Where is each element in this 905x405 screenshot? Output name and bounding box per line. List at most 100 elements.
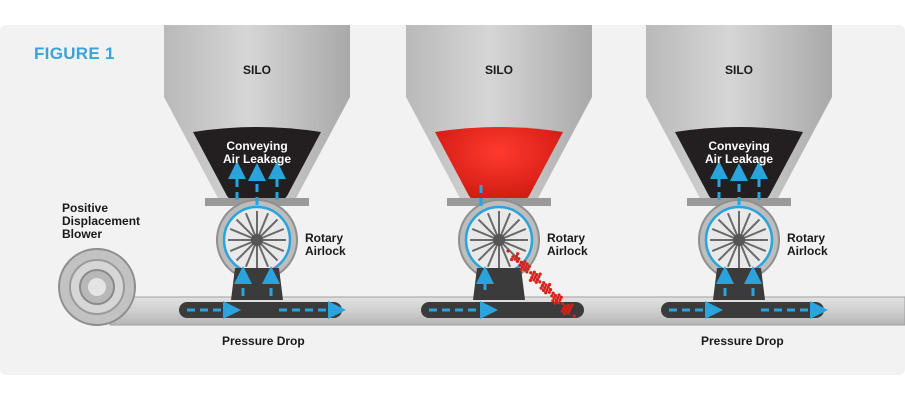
hopper-text-line: Conveying (226, 139, 288, 153)
material-particle (516, 252, 520, 256)
blower-label-line: Blower (62, 227, 103, 241)
airlock-label: Rotary Airlock (305, 232, 346, 258)
material-particle (530, 276, 534, 280)
airlock-label-line: Airlock (547, 244, 588, 258)
material-particle (562, 311, 567, 316)
material-particle (511, 255, 515, 259)
material-particle (551, 291, 555, 295)
material-particle (518, 263, 522, 267)
material-particle (539, 286, 543, 290)
material-particle (517, 257, 521, 261)
blower-icon (58, 248, 136, 326)
silo-body (646, 25, 832, 97)
pipe-channel (179, 302, 342, 318)
material-particle (566, 311, 570, 315)
airlock-label-line: Airlock (787, 244, 828, 258)
material-particle (523, 260, 527, 264)
silo-body (406, 25, 592, 97)
dropout-chute (231, 268, 283, 300)
material-particle (532, 270, 536, 274)
material-particle (546, 285, 550, 289)
dropout-chute (713, 268, 765, 300)
silo (164, 25, 350, 319)
material-particle (556, 296, 560, 300)
material-particle (534, 272, 539, 277)
material-particle (529, 271, 533, 275)
silo-group (164, 25, 832, 319)
pipe-channel (421, 302, 584, 318)
material-particle (527, 264, 532, 269)
material-particle (506, 249, 510, 253)
material-particle (547, 290, 551, 294)
material-particle (566, 303, 571, 308)
material-particle (522, 267, 527, 272)
material-particle (526, 267, 530, 271)
material-particle (525, 262, 529, 266)
material-particle (565, 306, 569, 310)
material-particle (553, 301, 557, 305)
material-particle (561, 306, 566, 311)
material-particle (547, 282, 552, 287)
hopper-text: Conveying Air Leakage (207, 140, 307, 166)
hopper-interior (435, 127, 563, 210)
material-particle (570, 303, 574, 307)
material-particle (542, 281, 546, 285)
blower-center (88, 278, 106, 296)
material-particle (560, 301, 565, 306)
material-particle (558, 298, 562, 302)
airlock-label: Rotary Airlock (787, 232, 828, 258)
rotor-hub (251, 234, 263, 246)
material-particle (519, 268, 523, 272)
silo-label: SILO (484, 63, 513, 77)
material-particle (519, 260, 523, 264)
material-particle (557, 301, 561, 305)
material-particle (509, 257, 514, 262)
hopper-text: Conveying Air Leakage (689, 140, 789, 166)
material-particle (514, 254, 519, 259)
hopper-text-line: Air Leakage (704, 152, 774, 166)
silo-body (164, 25, 350, 97)
material-particle (534, 280, 538, 284)
material-particle (544, 291, 548, 295)
rotor-hub (733, 234, 745, 246)
material-particle (513, 257, 517, 261)
material-particle (551, 299, 555, 303)
silo-label: SILO (242, 63, 271, 77)
dropout-chute (473, 268, 525, 300)
material-particle (537, 275, 541, 279)
material-particle (548, 287, 553, 292)
material-particle (553, 293, 558, 298)
material-particle (563, 304, 567, 308)
airlock-label-line: Airlock (305, 244, 346, 258)
pressure-drop-label: Pressure Drop (701, 334, 784, 348)
material-particle (520, 265, 524, 269)
material-particle (550, 294, 554, 298)
blower-label: Positive Displacement Blower (62, 202, 140, 241)
material-particle (564, 309, 568, 313)
material-particle (535, 277, 540, 282)
material-particle (528, 278, 533, 283)
material-particle (544, 283, 548, 287)
blower-label-line: Positive (62, 201, 109, 215)
material-particle (521, 262, 526, 267)
airlock-label-line: Rotary (305, 231, 344, 245)
rotor-hub (493, 234, 505, 246)
material-particle (560, 309, 564, 313)
material-particle (540, 283, 545, 288)
material-particle (531, 273, 535, 277)
material-particle (567, 308, 572, 313)
material-particle (559, 295, 563, 299)
material-particle (545, 288, 549, 292)
material-particle (557, 293, 561, 297)
hopper-text-line: Air Leakage (222, 152, 292, 166)
silo (406, 25, 592, 319)
hopper-text-line: Conveying (708, 139, 770, 153)
airlock-label-line: Rotary (787, 231, 826, 245)
material-particle (543, 286, 547, 290)
silo (646, 25, 832, 319)
material-particle (524, 265, 528, 269)
material-particle (554, 298, 559, 303)
silo-label: SILO (724, 63, 753, 77)
airlock-label: Rotary Airlock (547, 232, 588, 258)
